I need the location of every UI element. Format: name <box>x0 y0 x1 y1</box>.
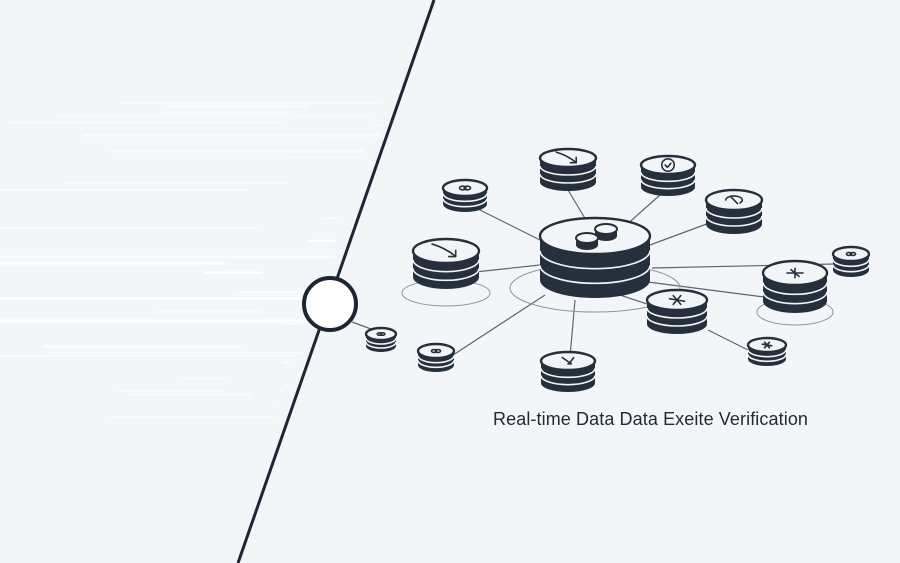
edge <box>647 281 765 298</box>
node-right-large <box>761 259 829 313</box>
node-bottom-right-small <box>746 336 788 366</box>
node-lower-right-star <box>645 288 709 334</box>
divider-node-circle <box>302 276 358 332</box>
network-nodes <box>364 147 871 392</box>
link-icon <box>845 251 857 257</box>
link-icon <box>376 331 386 337</box>
network-edges <box>351 189 835 358</box>
node-upper-left <box>441 178 489 212</box>
node-bottom-left-small <box>416 342 456 372</box>
node-bottom <box>539 350 597 392</box>
link-icon <box>458 185 472 191</box>
node-top-arrow <box>538 147 598 191</box>
node-far-right <box>831 245 871 277</box>
data-stream-lines <box>0 99 385 451</box>
shield-check-icon <box>660 157 676 173</box>
stacked-disks-icon <box>575 223 618 250</box>
edge <box>469 204 541 241</box>
node-small-left <box>364 326 398 352</box>
node-left-large <box>411 237 481 289</box>
edge <box>707 329 753 353</box>
edge <box>649 221 713 246</box>
edge <box>474 264 541 273</box>
arrow-down-right-icon <box>555 151 578 164</box>
puzzle-icon <box>761 341 773 349</box>
central-database <box>538 216 652 298</box>
node-right-upper <box>704 188 764 234</box>
star-burst-icon <box>668 294 686 306</box>
link-icon <box>430 348 442 354</box>
rotate-arrows-icon <box>724 195 744 205</box>
node-top-right-shield <box>639 154 697 196</box>
squiggle-arrow-icon <box>431 243 457 258</box>
diagram-caption: Real-time Data Data Exeite Verification <box>493 409 809 429</box>
edge <box>569 299 576 358</box>
edge <box>449 294 546 358</box>
transfer-arrows-icon <box>561 356 575 365</box>
cross-arrows-icon <box>786 267 804 279</box>
